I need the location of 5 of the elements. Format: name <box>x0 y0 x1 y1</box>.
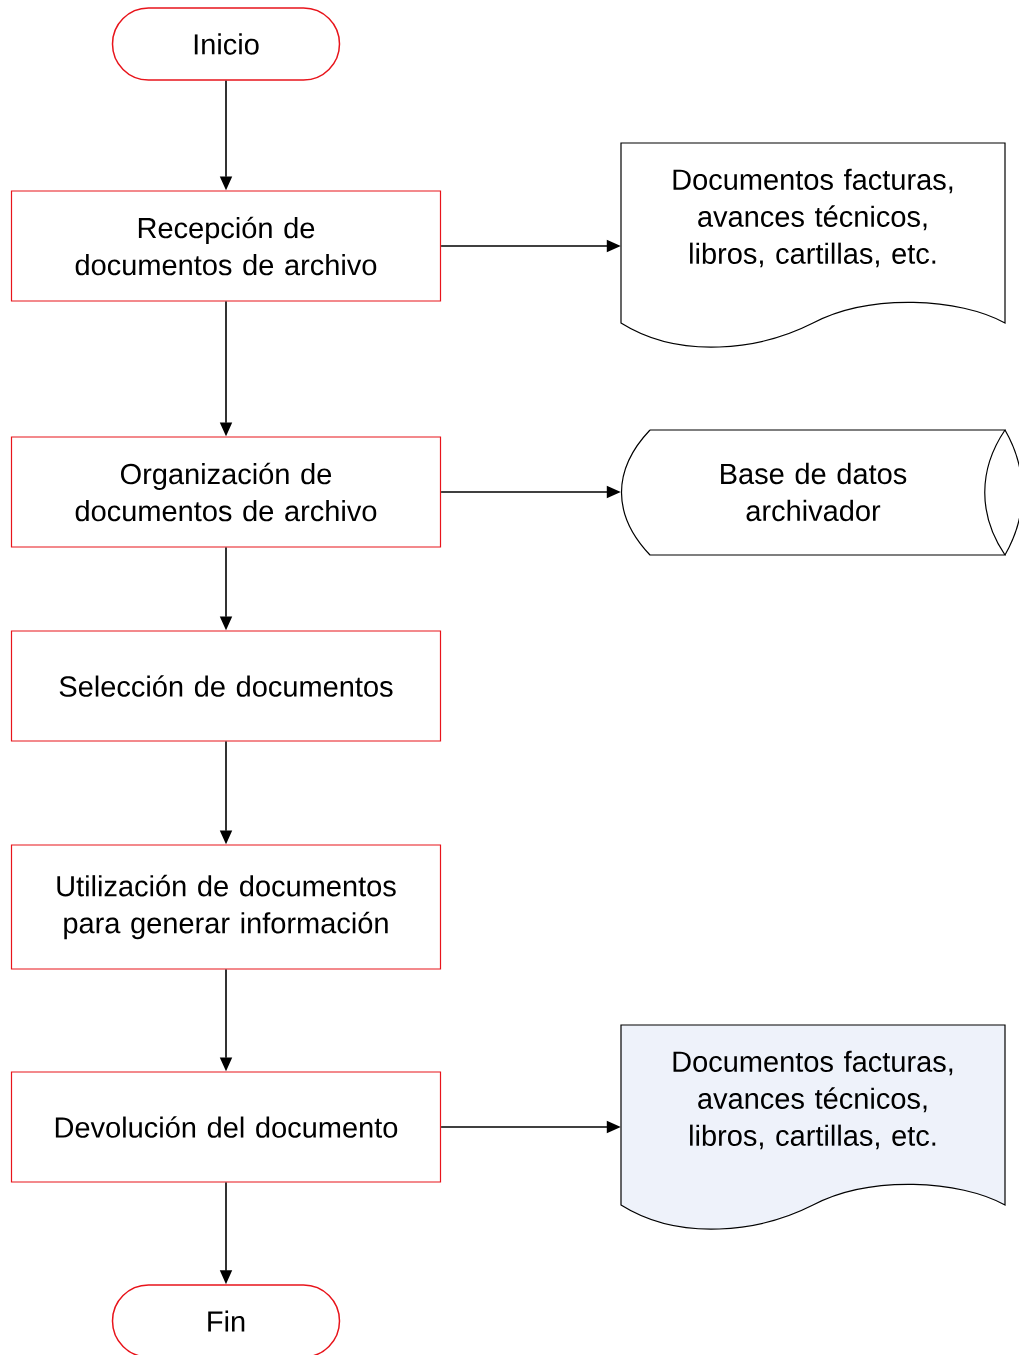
process-box: Organización de documentos de archivo <box>10 436 442 548</box>
process-box: Selección de documentos <box>10 630 442 742</box>
process-box: Recepción de documentos de archivo <box>10 190 442 302</box>
process-box: Utilización de documentos para generar información <box>10 844 442 970</box>
process-box: Devolución del documento <box>10 1071 442 1183</box>
